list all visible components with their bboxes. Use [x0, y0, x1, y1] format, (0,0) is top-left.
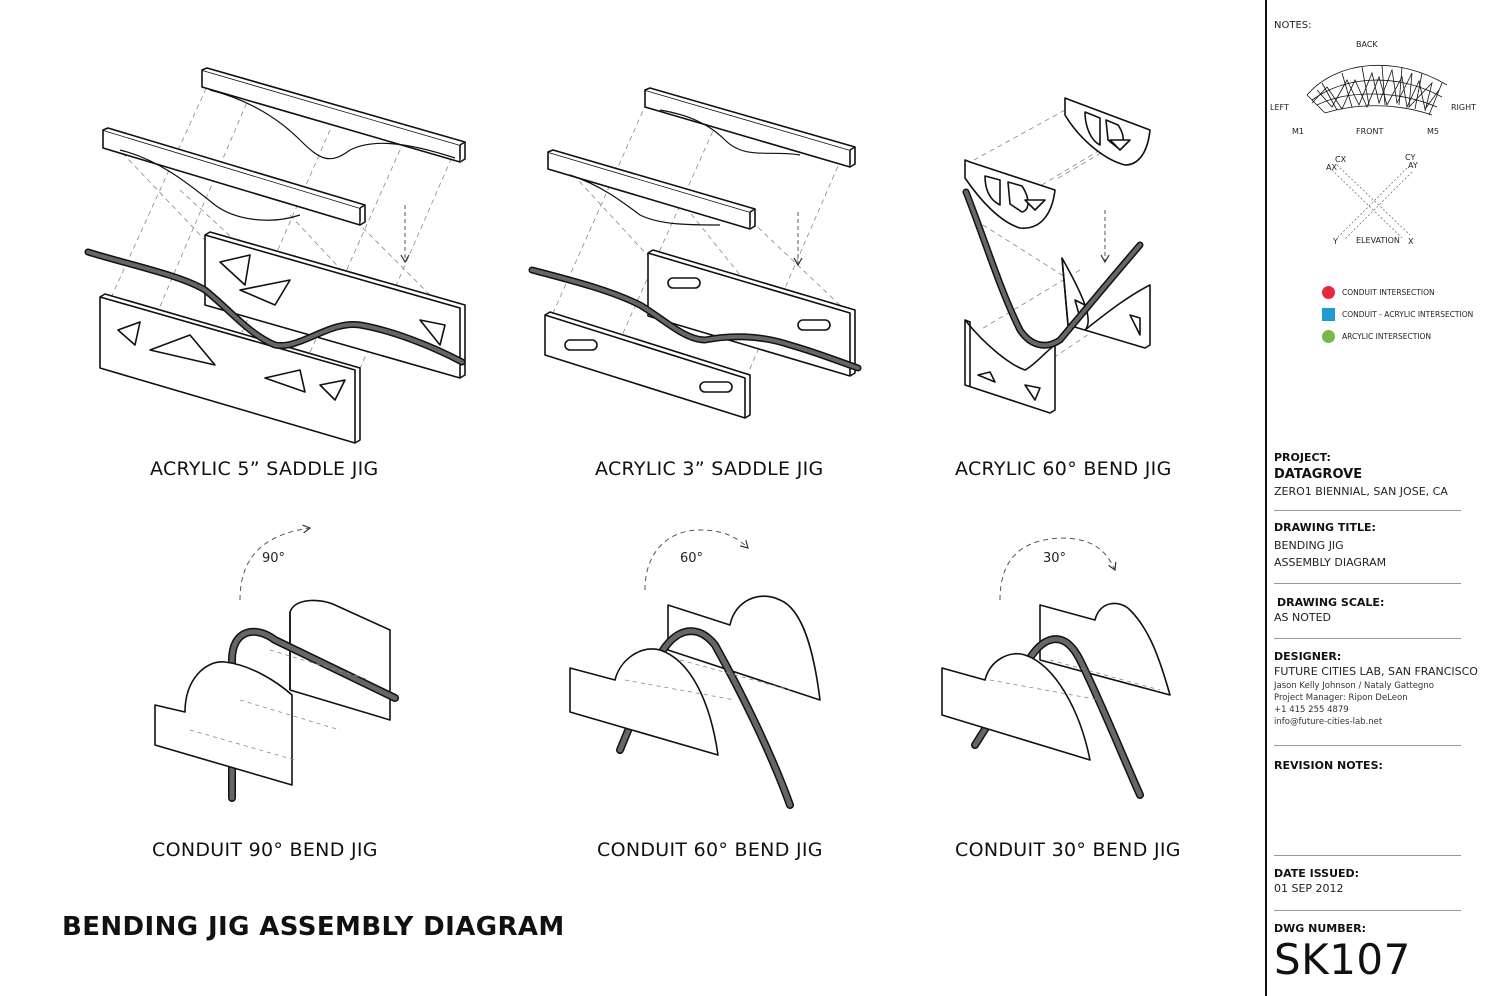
rotation-arc	[239, 524, 312, 601]
top-rail-back	[644, 89, 851, 168]
legend-swatch-conduit-acrylic	[1322, 308, 1335, 321]
plan-label-right: RIGHT	[1451, 103, 1477, 112]
caption-acrylic-5in-saddle-jig: ACRYLIC 5” SADDLE JIG	[150, 458, 379, 480]
elev-label-cx: CX	[1335, 155, 1347, 164]
project-manager: Project Manager: Ripon DeLeon	[1274, 693, 1408, 703]
titleblock-divider	[1274, 638, 1461, 639]
titleblock-divider	[1274, 745, 1461, 746]
top-rail-front	[102, 129, 361, 226]
bend-base-back	[1061, 257, 1151, 349]
rotation-arc	[644, 529, 749, 591]
plan-label-back: BACK	[1356, 40, 1378, 49]
drawing-title-line1: BENDING JIG	[1274, 539, 1344, 552]
legend-swatch-conduit	[1322, 286, 1335, 299]
notes-label: NOTES:	[1274, 20, 1312, 31]
diagram-title: BENDING JIG ASSEMBLY DIAGRAM	[62, 912, 565, 942]
designer-label: DESIGNER:	[1274, 650, 1342, 663]
side-panel-back	[204, 231, 466, 379]
elev-label-cy: CY	[1405, 153, 1416, 162]
titleblock-divider	[1274, 855, 1461, 856]
caption-acrylic-60deg-bend-jig: ACRYLIC 60° BEND JIG	[955, 458, 1172, 480]
dwg-number-label: DWG NUMBER:	[1274, 922, 1366, 935]
bend-base-front	[964, 319, 1056, 414]
rotation-arc	[999, 537, 1117, 601]
angle-label-30: 30°	[1043, 551, 1067, 566]
titleblock-divider	[1274, 910, 1461, 911]
drawing-title-line2: ASSEMBLY DIAGRAM	[1274, 556, 1387, 569]
acrylic-3in-saddle-jig-drawing	[528, 87, 862, 419]
project-location: ZERO1 BIENNIAL, SAN JOSE, CA	[1274, 485, 1448, 498]
top-rail-front	[547, 151, 751, 230]
titleblock-divider	[1274, 510, 1461, 511]
angle-label-60: 60°	[680, 551, 704, 566]
assembly-drawing	[84, 67, 1171, 809]
designer-phone: +1 415 255 4879	[1274, 705, 1349, 715]
caption-acrylic-3in-saddle-jig: ACRYLIC 3” SADDLE JIG	[595, 458, 824, 480]
scale-value: AS NOTED	[1274, 611, 1332, 624]
titleblock-divider	[1274, 583, 1461, 584]
designer-firm: FUTURE CITIES LAB, SAN FRANCISCO	[1274, 665, 1478, 678]
project-label: PROJECT:	[1274, 451, 1331, 464]
elev-label-y: Y	[1333, 237, 1338, 246]
side-panel-front	[99, 293, 361, 444]
revision-notes-label: REVISION NOTES:	[1274, 759, 1383, 772]
elev-label-elevation: ELEVATION	[1356, 236, 1400, 245]
legend-label-conduit-acrylic: CONDUIT - ACRYLIC INTERSECTION	[1342, 310, 1474, 319]
project-name: DATAGROVE	[1274, 467, 1363, 482]
elev-label-x: X	[1408, 237, 1414, 246]
legend-label-acrylic: ARCYLIC INTERSECTION	[1342, 332, 1432, 341]
acrylic-60deg-bend-jig-drawing	[962, 97, 1151, 414]
date-issued-value: 01 SEP 2012	[1274, 882, 1344, 895]
elev-label-ax: AX	[1326, 163, 1337, 172]
side-panel-front	[544, 311, 751, 419]
legend-swatch-acrylic	[1322, 330, 1335, 343]
plan-label-m5: M5	[1427, 127, 1439, 136]
elevation-sketch	[1331, 164, 1413, 241]
acrylic-5in-saddle-jig-drawing	[84, 67, 466, 444]
plan-sketch	[1306, 64, 1448, 116]
conduit-90deg-bend-jig-drawing	[154, 524, 399, 802]
titleblock-border	[1265, 0, 1267, 996]
titleblock: NOTES: BACK LEFT RIGHT M1 FRONT M5 CX AX…	[1267, 0, 1500, 996]
plan-label-front: FRONT	[1356, 127, 1384, 136]
caption-conduit-60deg-bend-jig: CONDUIT 60° BEND JIG	[597, 839, 823, 861]
designer-names: Jason Kelly Johnson / Nataly Gattegno	[1274, 681, 1434, 691]
legend-label-conduit: CONDUIT INTERSECTION	[1342, 288, 1435, 297]
caption-conduit-90deg-bend-jig: CONDUIT 90° BEND JIG	[152, 839, 378, 861]
conduit-30deg-bend-jig-drawing	[941, 537, 1171, 799]
scale-label: DRAWING SCALE:	[1277, 596, 1385, 609]
dwg-number: SK107	[1274, 935, 1411, 984]
elev-label-ay: AY	[1408, 161, 1418, 170]
plan-label-m1: M1	[1292, 127, 1304, 136]
drawing-title-label: DRAWING TITLE:	[1274, 521, 1376, 534]
date-issued-label: DATE ISSUED:	[1274, 867, 1360, 880]
conduit-60deg-bend-jig-drawing	[569, 529, 821, 809]
caption-conduit-30deg-bend-jig: CONDUIT 30° BEND JIG	[955, 839, 1181, 861]
designer-email: info@future-cities-lab.net	[1274, 717, 1383, 727]
plan-label-left: LEFT	[1270, 103, 1289, 112]
angle-label-90: 90°	[262, 551, 286, 566]
